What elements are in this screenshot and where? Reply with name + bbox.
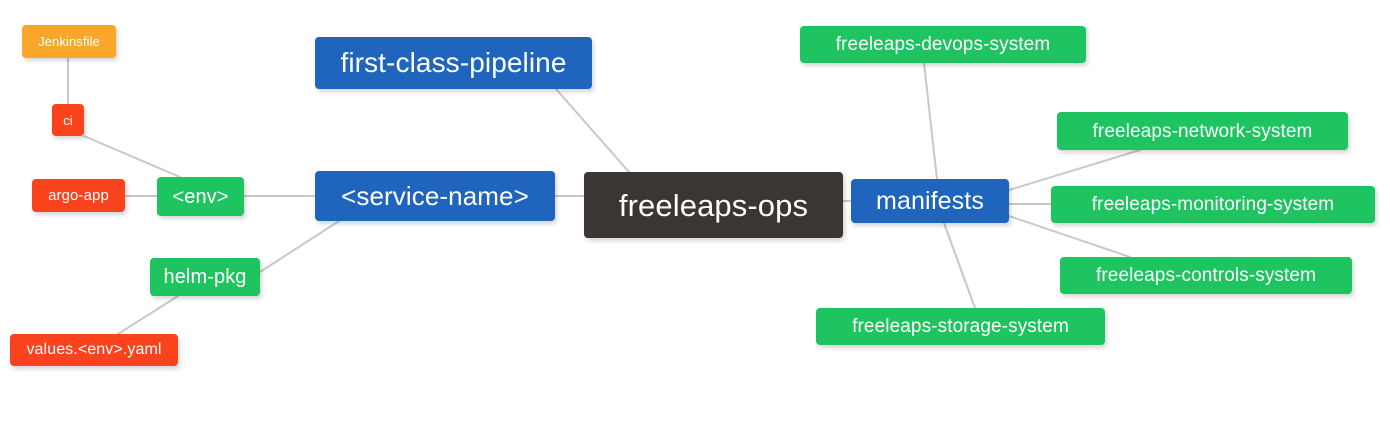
mindmap-node-freeleaps-ops[interactable]: freeleaps-ops (584, 172, 843, 238)
mindmap-node-label: <service-name> (341, 181, 529, 211)
mindmap-node-freeleaps-devops-system[interactable]: freeleaps-devops-system (800, 26, 1086, 63)
mindmap-node-label: manifests (876, 186, 984, 215)
mindmap-node-label: <env> (172, 185, 229, 208)
mindmap-node-label: freeleaps-storage-system (852, 316, 1069, 337)
mindmap-node-values-yaml[interactable]: values.<env>.yaml (10, 334, 178, 366)
mindmap-node-label: ci (63, 112, 73, 128)
mindmap-node-label: freeleaps-devops-system (835, 34, 1051, 55)
mindmap-node-label: values.<env>.yaml (26, 341, 162, 358)
mindmap-node-freeleaps-controls-system[interactable]: freeleaps-controls-system (1060, 257, 1352, 294)
mindmap-node-label: Jenkinsfile (38, 34, 100, 49)
mindmap-node-label: freeleaps-monitoring-system (1091, 194, 1335, 215)
mindmap-edge-helm-pkg-to-values-yaml (117, 295, 179, 335)
mindmap-edge-ci-to-env (83, 135, 181, 178)
mindmap-node-label: first-class-pipeline (340, 47, 567, 78)
mindmap-node-label: freeleaps-controls-system (1095, 265, 1317, 286)
mindmap-edge-service-name-to-helm-pkg (259, 220, 340, 273)
mindmap-node-ci[interactable]: ci (52, 104, 84, 136)
mindmap-node-jenkinsfile[interactable]: Jenkinsfile (22, 25, 116, 58)
mindmap-node-manifests[interactable]: manifests (851, 179, 1009, 223)
mindmap-node-freeleaps-storage-system[interactable]: freeleaps-storage-system (816, 308, 1105, 345)
mindmap-node-freeleaps-network-system[interactable]: freeleaps-network-system (1057, 112, 1348, 150)
mindmap-node-first-class-pipeline[interactable]: first-class-pipeline (315, 37, 592, 89)
mindmap-edge-manifests-to-freeleaps-storage-system (943, 222, 976, 309)
mindmap-node-argo-app[interactable]: argo-app (32, 179, 125, 212)
mindmap-edge-first-class-pipeline-to-freeleaps-ops (555, 88, 630, 173)
mindmap-node-service-name[interactable]: <service-name> (315, 171, 555, 221)
mindmap-node-label: helm-pkg (163, 266, 247, 288)
mindmap-node-freeleaps-monitoring-system[interactable]: freeleaps-monitoring-system (1051, 186, 1375, 223)
mindmap-node-helm-pkg[interactable]: helm-pkg (150, 258, 260, 296)
mindmap-edge-manifests-to-freeleaps-network-system (1008, 149, 1141, 191)
mindmap-node-label: freeleaps-network-system (1092, 120, 1313, 142)
mindmap-node-env[interactable]: <env> (157, 177, 244, 216)
mindmap-node-label: argo-app (48, 187, 109, 204)
mindmap-edge-manifests-to-freeleaps-devops-system (923, 62, 938, 180)
mindmap-node-label: freeleaps-ops (618, 187, 809, 223)
